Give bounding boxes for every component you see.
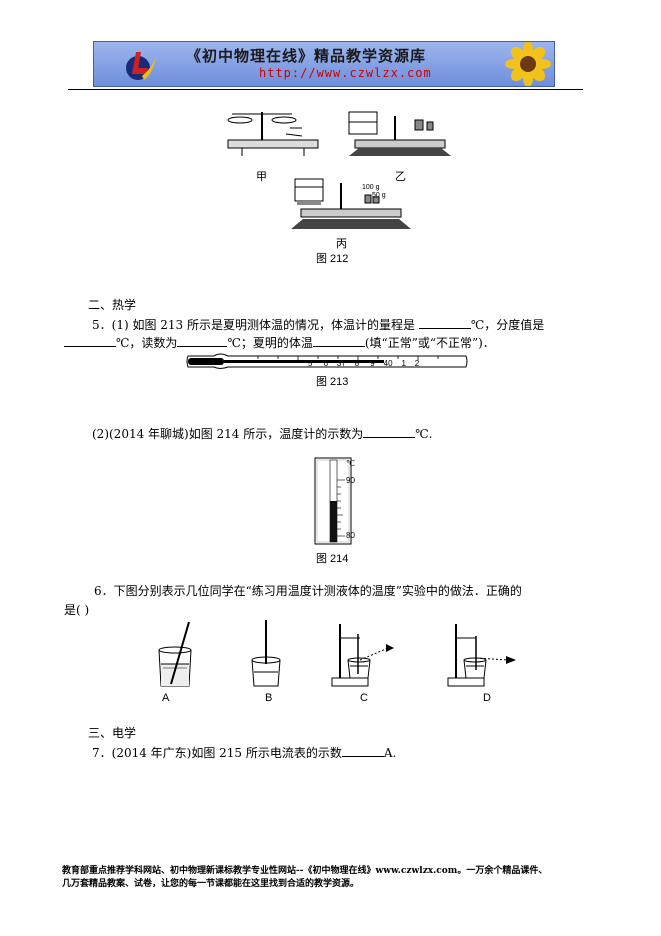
section3-heading: 三、电学 [88,726,137,740]
scale-tick-9: 9 [370,359,375,368]
scale-tick-1: 1 [401,359,406,368]
q5-part2-blank[interactable] [363,426,416,438]
figure-212-weight-100: 100 g [362,184,380,191]
figure-212-balance-bing [291,178,411,229]
figure-213-scale: 5 6 37 8 9 40 1 2 [308,359,419,368]
q6-line2: 是( ) [64,603,90,617]
q5-line2-text-b: ℃；夏明的体温 [227,336,313,350]
footer-line2: 几万套精品教案、试卷，让您的每一节课都能在这里找到合适的教学资源。 [62,879,360,889]
q5-line2-text-c: (填“正常”或“不正常”)． [364,336,495,350]
scale-tick-2: 2 [414,359,420,368]
figure-214-unit: ℃ [346,459,355,468]
header-divider [68,89,583,90]
q5-line2: ℃，读数为 ℃；夏明的体温 (填“正常”或“不正常”)． [64,335,495,350]
figure-q6-option-a [158,621,192,687]
figure-212-balance-jia [227,112,319,156]
footer-line1: 教育部重点推荐学科网站、初中物理新课标教学专业性网站--《初中物理在线》www.… [62,866,548,876]
q5-division-blank[interactable] [64,335,116,347]
q7-text-b: A. [383,746,397,760]
figure-213-caption: 图 213 [316,376,349,388]
figure-212-balance-yi [348,111,451,156]
figure-q6-option-d [447,624,516,687]
q5-line2-text-a: ℃，读数为 [116,336,178,350]
q5-normal-blank[interactable] [312,335,365,347]
figure-213-thermometer [186,353,468,369]
scale-tick-37: 37 [336,359,346,368]
q6-label-d: D [483,692,491,704]
header-url[interactable]: http://www.czwlzx.com [259,66,432,80]
figure-212-weight-50: 50 g [372,192,386,199]
figure-q6-option-c [331,624,394,687]
scale-tick-6: 6 [323,359,329,368]
q5-range-blank[interactable] [418,317,471,329]
section2-heading: 二、热学 [88,298,137,312]
q5-part2: (2)(2014 年聊城)如图 214 所示，温度计的示数为 ℃. [92,426,433,441]
q5-part2-text-b: ℃. [415,427,433,441]
figure-212-label-yi: 乙 [395,171,406,183]
q7-line: 7．(2014 年广东)如图 215 所示电流表的示数 A. [92,745,396,760]
figure-214-thermometer [314,457,352,545]
logo-icon [126,52,156,80]
scale-tick-5: 5 [308,359,313,368]
q6-label-c: C [360,692,368,704]
header-title: 《初中物理在线》精品教学资源库 [186,47,427,65]
sunflower-icon [505,42,551,86]
figure-214-label-90: 90 [346,476,355,485]
q6-line1: 6．下图分别表示几位同学在“练习用温度计测液体的温度”实验中的做法．正确的 [94,584,522,598]
figure-212-label-bing: 丙 [336,238,347,250]
q5-line1: 5．(1) 如图 213 所示是夏明测体温的情况，体温计的量程是 ℃，分度值是 [92,317,544,332]
q5-part2-text-a: (2)(2014 年聊城)如图 214 所示，温度计的示数为 [92,427,364,441]
q7-text-a: 7．(2014 年广东)如图 215 所示电流表的示数 [92,746,342,760]
q5-reading-blank[interactable] [177,335,228,347]
q5-line1-text-b: ℃，分度值是 [470,318,545,332]
figure-214-label-80: 80 [346,531,355,540]
figure-212-label-jia: 甲 [256,171,267,183]
q6-label-a: A [162,692,170,704]
header-banner: 《初中物理在线》精品教学资源库 http://www.czwlzx.com [93,41,555,87]
scale-tick-8: 8 [354,359,360,368]
q6-label-b: B [265,692,273,704]
figure-212-caption: 图 212 [316,253,349,265]
figure-q6-option-b [251,620,281,687]
figure-214-caption: 图 214 [316,553,349,565]
scale-tick-40: 40 [383,359,393,368]
q7-blank[interactable] [341,745,384,757]
q5-line1-text-a: 5．(1) 如图 213 所示是夏明测体温的情况，体温计的量程是 [92,318,419,332]
